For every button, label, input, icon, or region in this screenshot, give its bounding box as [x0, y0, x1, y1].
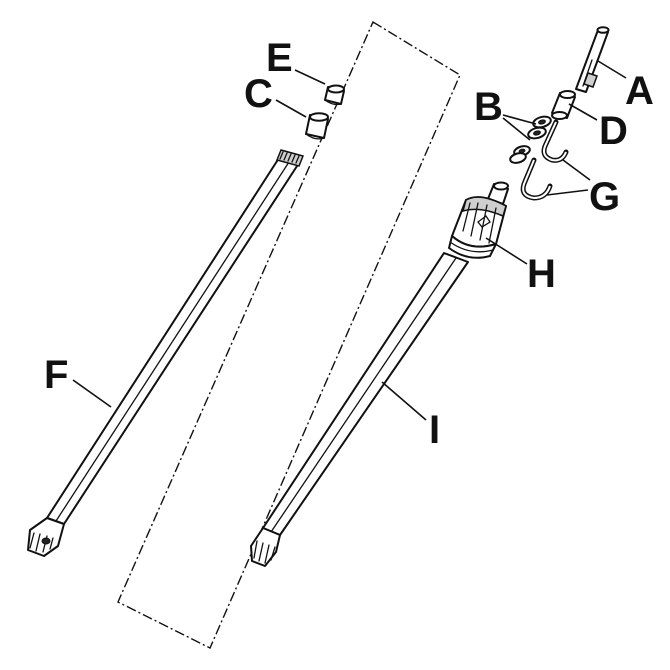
callout-a: A [625, 69, 654, 113]
part-b-nut-upper [527, 115, 552, 140]
part-f-tube [27, 149, 305, 557]
leader-e [294, 69, 326, 85]
leader-f [72, 379, 112, 408]
callout-i: I [429, 408, 440, 452]
assembly-boundary [117, 20, 461, 649]
callout-f: F [44, 353, 68, 397]
callout-b: B [474, 85, 503, 129]
part-b-nut-lower [509, 145, 531, 164]
part-a-pin [575, 26, 610, 93]
leader-b-1 [502, 114, 537, 125]
leader-d [568, 103, 598, 121]
part-h-collar [448, 181, 509, 259]
leader-g-1 [562, 159, 591, 181]
leader-c [275, 99, 307, 118]
part-d-sleeve [551, 90, 576, 120]
leader-b-2 [502, 117, 531, 141]
callout-e: E [266, 36, 293, 80]
callout-c: C [244, 72, 273, 116]
leader-h [485, 237, 528, 265]
part-g-hook-lower [520, 157, 553, 201]
part-e-cap [324, 84, 345, 106]
callout-d: D [599, 109, 628, 153]
part-g-hook-upper [541, 119, 569, 163]
leader-i [381, 381, 427, 421]
part-c-cap [305, 112, 329, 140]
callout-h: H [527, 252, 556, 296]
leader-a [597, 60, 627, 79]
leader-g-2 [546, 189, 589, 196]
part-i-tube [250, 252, 469, 567]
leader-lines [72, 60, 627, 421]
callout-g: G [589, 175, 620, 219]
